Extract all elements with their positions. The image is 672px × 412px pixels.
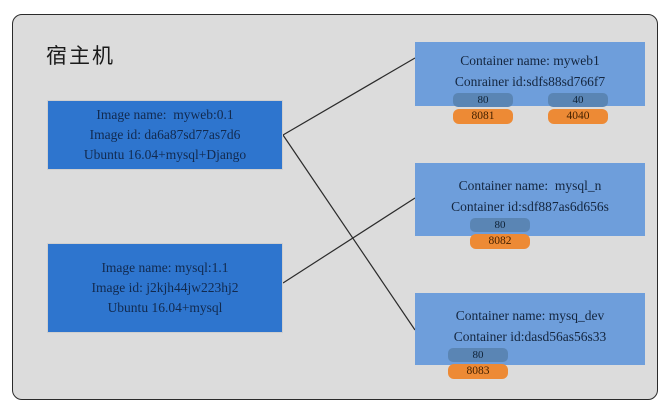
- container-name-line: Container name: mysql_n: [458, 178, 602, 193]
- port-mapping-4040[interactable]: 40 4040: [548, 93, 608, 124]
- host-machine-title: 宿主机: [46, 44, 115, 68]
- port-inner-label: 80: [448, 348, 508, 362]
- image-id-line: Image id: j2kjh44jw223hj2: [91, 280, 239, 295]
- port-inner-label: 80: [470, 218, 530, 232]
- container-id-line: Container id:dasd56as56s33: [453, 329, 607, 344]
- port-mapping-8083[interactable]: 80 8083: [448, 348, 508, 379]
- container-id-line: Container id:sdf887as6d656s: [451, 199, 609, 214]
- image-name-line: Image name: myweb:0.1: [96, 107, 234, 122]
- image-name-line: Image name: mysql:1.1: [101, 260, 229, 275]
- image-box-mysql[interactable]: Image name: mysql:1.1 Image id: j2kjh44j…: [47, 243, 283, 333]
- port-mapping-8081[interactable]: 80 8081: [453, 93, 513, 124]
- port-inner-label: 80: [453, 93, 513, 107]
- link-mysql-to-mysql-n: [282, 197, 416, 284]
- container-box-myweb1[interactable]: Container name: myweb1 Conrainer id:sdfs…: [415, 42, 645, 106]
- image-base-line: Ubuntu 16.04+mysql: [107, 300, 223, 315]
- port-outer-label: 4040: [548, 109, 608, 124]
- link-myweb-to-mysq-dev: [282, 134, 416, 331]
- image-base-line: Ubuntu 16.04+mysql+Django: [83, 147, 247, 162]
- image-box-myweb[interactable]: Image name: myweb:0.1 Image id: da6a87sd…: [47, 100, 283, 170]
- port-inner-label: 40: [548, 93, 608, 107]
- port-outer-label: 8082: [470, 234, 530, 249]
- port-mapping-8082[interactable]: 80 8082: [470, 218, 530, 249]
- container-name-line: Container name: mysq_dev: [455, 308, 605, 323]
- container-box-mysql-n[interactable]: Container name: mysql_n Container id:sdf…: [415, 163, 645, 236]
- container-id-line: Conrainer id:sdfs88sd766f7: [454, 74, 606, 89]
- port-outer-label: 8081: [453, 109, 513, 124]
- port-outer-label: 8083: [448, 364, 508, 379]
- image-id-line: Image id: da6a87sd77as7d6: [89, 127, 241, 142]
- link-myweb-to-myweb1: [282, 57, 416, 136]
- container-name-line: Container name: myweb1: [460, 53, 600, 68]
